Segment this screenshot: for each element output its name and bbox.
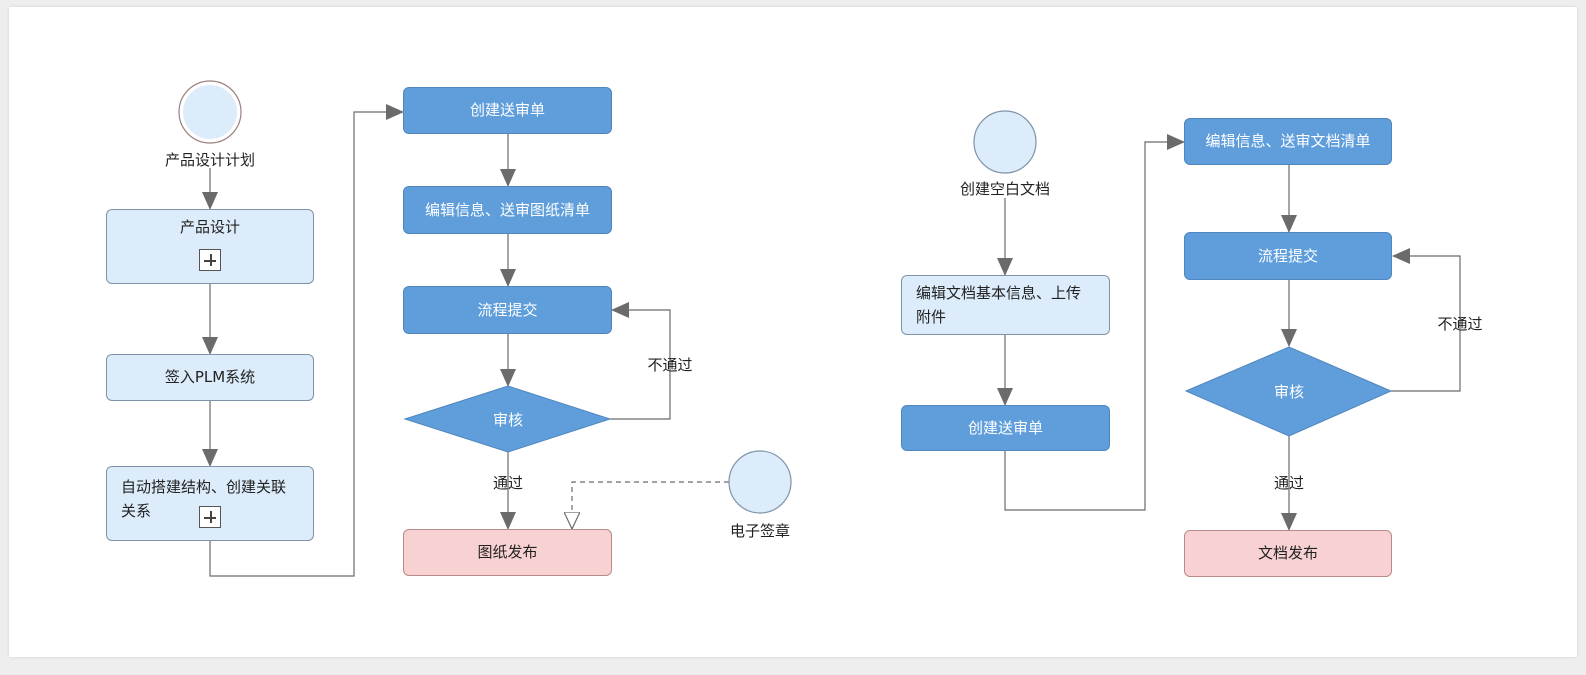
edit-doc-info-task[interactable]: 编辑文档基本信息、上传附件 <box>901 275 1110 335</box>
edit-doc-list-task[interactable]: 编辑信息、送审文档清单 <box>1184 118 1392 165</box>
checkin-plm-task[interactable]: 签入PLM系统 <box>106 354 314 401</box>
edge-r-review-reject <box>1391 248 1461 392</box>
start-event-right-label: 创建空白文档 <box>959 180 1050 198</box>
pass-label-right: 通过 <box>1273 474 1304 492</box>
publish-doc-task[interactable]: 文档发布 <box>1184 530 1392 577</box>
expand-subprocess-icon[interactable] <box>199 249 221 271</box>
review-gateway-left <box>403 385 612 453</box>
review-gateway-right-label: 审核 <box>1273 383 1304 401</box>
start-event-right <box>973 110 1037 174</box>
pass-label-left: 通过 <box>492 474 523 492</box>
edge-autobuild-to-create-review <box>209 104 404 577</box>
publish-doc-label: 文档发布 <box>1257 544 1318 563</box>
auto-build-label: 自动搭建结构、创建关联关系 <box>121 478 287 520</box>
submit-flow-label: 流程提交 <box>1257 246 1318 265</box>
product-design-label: 产品设计 <box>179 218 240 236</box>
edge-r-create-to-editlist <box>1004 134 1185 511</box>
reject-label-right: 不通过 <box>1437 315 1483 333</box>
submit-flow-task-right[interactable]: 流程提交 <box>1184 232 1392 280</box>
create-review-label: 创建送审单 <box>469 101 545 120</box>
review-gateway-left-label: 审核 <box>492 411 523 429</box>
edit-doc-list-label: 编辑信息、送审文档清单 <box>1205 132 1371 151</box>
review-gateway-right <box>1184 346 1393 437</box>
start-event-left <box>178 80 242 144</box>
reject-label-left: 不通过 <box>647 356 693 374</box>
edit-drawing-list-task[interactable]: 编辑信息、送审图纸清单 <box>403 186 612 234</box>
publish-drawing-task[interactable]: 图纸发布 <box>403 529 612 576</box>
auto-build-subprocess[interactable]: 自动搭建结构、创建关联关系 <box>106 466 314 541</box>
edge-review-reject <box>610 302 671 420</box>
publish-drawing-label: 图纸发布 <box>477 543 538 562</box>
product-design-subprocess[interactable]: 产品设计 <box>106 209 314 284</box>
checkin-plm-label: 签入PLM系统 <box>164 368 256 387</box>
e-signature-label: 电子签章 <box>729 522 790 540</box>
create-review-task-left[interactable]: 创建送审单 <box>403 87 612 134</box>
create-review-task-right[interactable]: 创建送审单 <box>901 405 1110 451</box>
edge-esign-dashed <box>572 481 729 529</box>
submit-flow-task-left[interactable]: 流程提交 <box>403 286 612 334</box>
start-event-left-label: 产品设计计划 <box>164 151 255 169</box>
expand-subprocess-icon[interactable] <box>199 506 221 528</box>
edit-doc-info-label: 编辑文档基本信息、上传附件 <box>916 284 1082 326</box>
create-review-label: 创建送审单 <box>967 418 1043 437</box>
submit-flow-label: 流程提交 <box>477 300 538 319</box>
e-signature-event <box>728 450 792 514</box>
edit-drawing-list-label: 编辑信息、送审图纸清单 <box>424 200 590 219</box>
